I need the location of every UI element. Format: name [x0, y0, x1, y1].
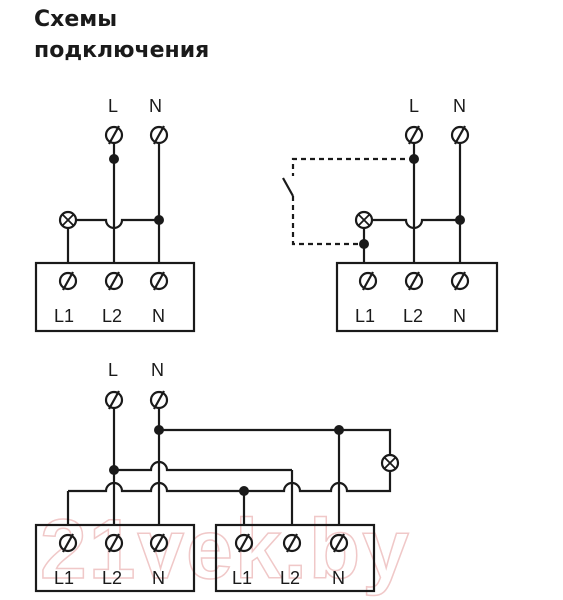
diagram-1: L N L1 L2 N	[34, 96, 196, 333]
unit-a-label-l2: L2	[102, 568, 122, 588]
terminal-icon	[358, 270, 378, 292]
terminal-icon	[404, 124, 424, 146]
terminal-label-l2: L2	[102, 306, 122, 326]
junction-dot	[109, 154, 119, 164]
switch-unit	[335, 261, 499, 333]
diagram-3: L N L1 L2 N L1 L2	[34, 360, 400, 593]
title-line-1: Схемы	[34, 7, 118, 32]
title-line-2: подключения	[34, 38, 210, 63]
terminal-icon	[149, 270, 169, 292]
junction-dot	[154, 215, 164, 225]
junction-dot	[409, 154, 419, 164]
terminal-label-n: N	[453, 306, 466, 326]
terminal-icon	[58, 532, 78, 554]
switch-unit-b	[214, 523, 376, 593]
page-title: Схемы подключения	[34, 4, 209, 66]
junction-dot	[154, 425, 164, 435]
terminal-icon	[450, 124, 470, 146]
junction-dot	[334, 425, 344, 435]
diagram-2: L N L1 L2 N	[282, 96, 499, 333]
terminal-icon	[149, 124, 169, 146]
terminal-icon	[329, 532, 349, 554]
terminal-icon	[234, 532, 254, 554]
wire	[244, 471, 392, 493]
wire	[76, 218, 159, 230]
wire	[68, 481, 244, 493]
terminal-label-l1: L1	[355, 306, 375, 326]
supply-label-l: L	[108, 96, 118, 116]
terminal-icon	[149, 389, 169, 411]
junction-dot	[455, 215, 465, 225]
lamp-icon	[354, 210, 374, 230]
terminal-label-l1: L1	[54, 306, 74, 326]
wire	[114, 460, 292, 472]
terminal-icon	[149, 532, 169, 554]
supply-label-n: N	[149, 96, 162, 116]
external-switch-icon	[282, 177, 294, 197]
supply-label-n: N	[453, 96, 466, 116]
terminal-icon	[404, 270, 424, 292]
watermark: 21vek.by	[40, 502, 411, 596]
terminal-label-l2: L2	[403, 306, 423, 326]
unit-a-label-l1: L1	[54, 568, 74, 588]
terminal-icon	[58, 270, 78, 292]
terminal-icon	[104, 389, 124, 411]
junction-dot	[239, 486, 249, 496]
terminal-icon	[104, 124, 124, 146]
junction-dot	[109, 465, 119, 475]
lamp-icon	[58, 210, 78, 230]
terminal-icon	[282, 532, 302, 554]
wire	[412, 143, 462, 263]
unit-b-label-l2: L2	[280, 568, 300, 588]
external-switch-wire	[291, 157, 414, 246]
wire	[159, 428, 392, 455]
terminal-icon	[450, 270, 470, 292]
wire	[372, 218, 460, 230]
terminal-icon	[104, 270, 124, 292]
supply-label-l: L	[409, 96, 419, 116]
lamp-icon	[380, 453, 400, 473]
unit-b-label-n: N	[332, 568, 345, 588]
supply-label-l: L	[108, 360, 118, 380]
terminal-label-n: N	[152, 306, 165, 326]
terminal-icon	[104, 532, 124, 554]
unit-b-label-l1: L1	[232, 568, 252, 588]
junction-dot	[359, 239, 369, 249]
supply-label-n: N	[151, 360, 164, 380]
unit-a-label-n: N	[152, 568, 165, 588]
